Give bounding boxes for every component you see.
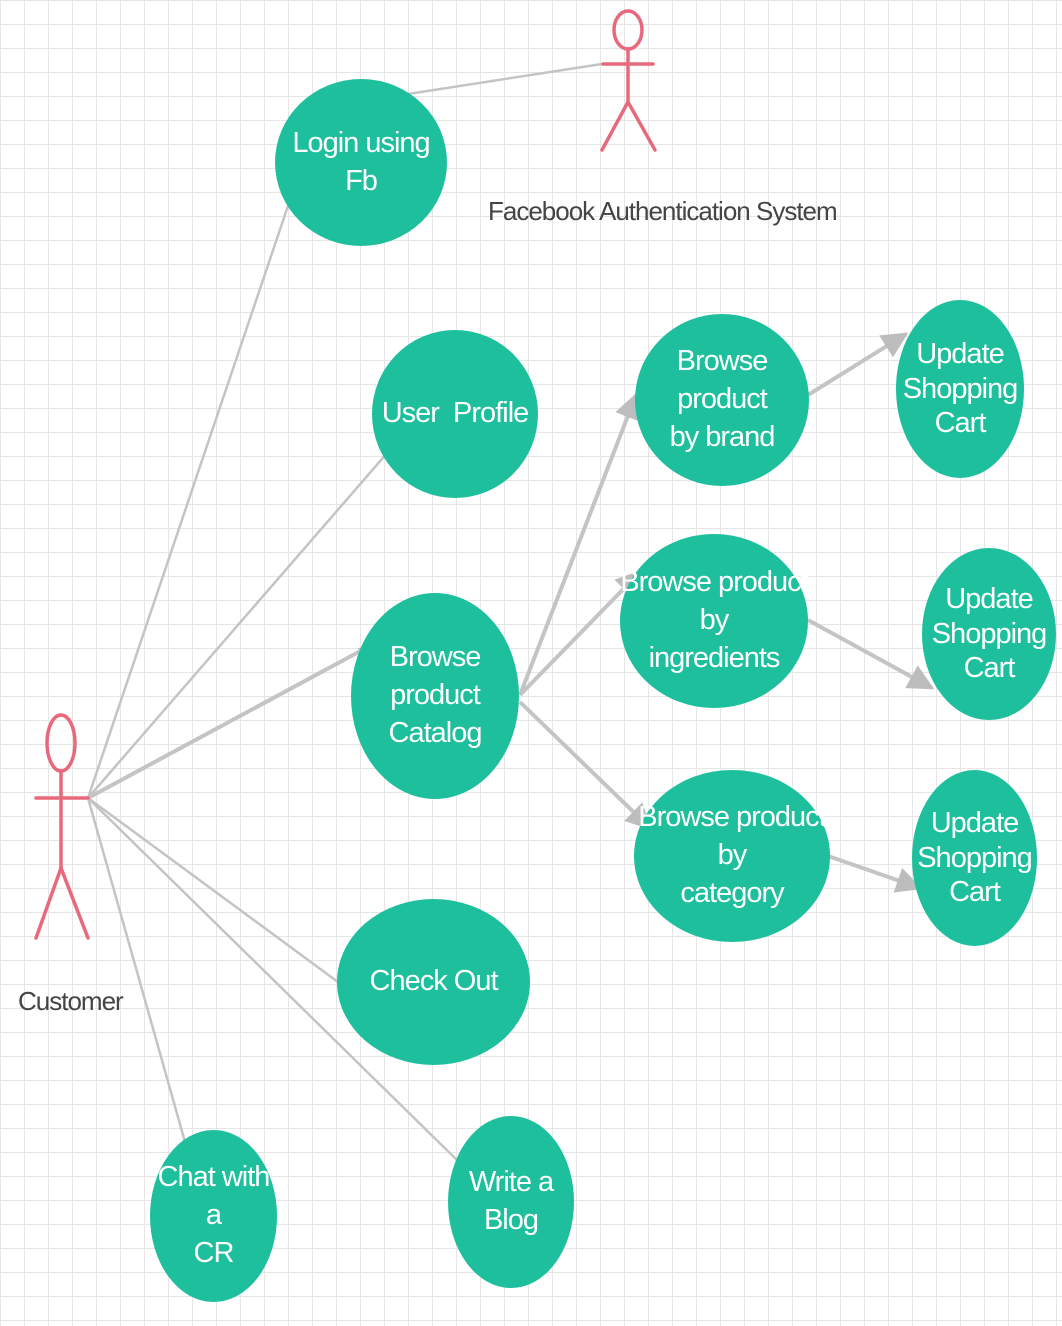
use-case-login-using-fb[interactable]: Login using Fb (275, 79, 447, 246)
arrow-category-update-cart (827, 854, 923, 893)
use-case-browse-product-by-brand[interactable]: Browse product by brand (635, 314, 809, 486)
customer-left-leg (34, 866, 63, 940)
arrow-customer-browse-catalog (87, 646, 367, 800)
assoc-facebook-login (407, 62, 603, 96)
assoc-customer-chat-cr (86, 797, 187, 1143)
facebook-authentication-system-label: Facebook Authentication System (488, 196, 838, 226)
customer-head (45, 713, 77, 773)
arrow-ingredients-update-cart (807, 618, 935, 690)
assoc-customer-login (86, 199, 292, 799)
facebook-head (612, 9, 644, 51)
use-case-chat-with-a-cr[interactable]: Chat with a CR (150, 1130, 277, 1302)
customer-actor[interactable] (34, 713, 90, 940)
arrow-catalog-browse-brand (518, 392, 640, 696)
use-case-browse-product-by-category[interactable]: Browse product by category (634, 770, 830, 942)
use-case-update-shopping-cart-1[interactable]: Update Shopping Cart (896, 300, 1024, 478)
assoc-customer-check-out (87, 796, 343, 987)
customer-right-leg (59, 866, 90, 940)
use-case-user-profile[interactable]: User Profile (372, 330, 538, 498)
assoc-customer-write-blog (87, 797, 463, 1166)
use-case-write-a-blog[interactable]: Write a Blog (448, 1116, 574, 1288)
use-case-check-out[interactable]: Check Out (337, 899, 530, 1065)
customer-label: Customer (18, 986, 124, 1016)
facebook-left-leg (600, 100, 630, 152)
arrow-brand-update-cart (806, 332, 909, 397)
facebook-actor[interactable] (600, 9, 657, 152)
use-case-update-shopping-cart-3[interactable]: Update Shopping Cart (912, 770, 1037, 946)
assoc-customer-user-profile (87, 451, 389, 799)
arrow-catalog-browse-category (518, 700, 652, 830)
use-case-browse-product-catalog[interactable]: Browse product Catalog (351, 593, 519, 799)
use-case-browse-product-by-ingredients[interactable]: Browse product by ingredients (620, 534, 809, 708)
facebook-right-leg (626, 100, 657, 152)
use-case-update-shopping-cart-2[interactable]: Update Shopping Cart (922, 548, 1056, 720)
